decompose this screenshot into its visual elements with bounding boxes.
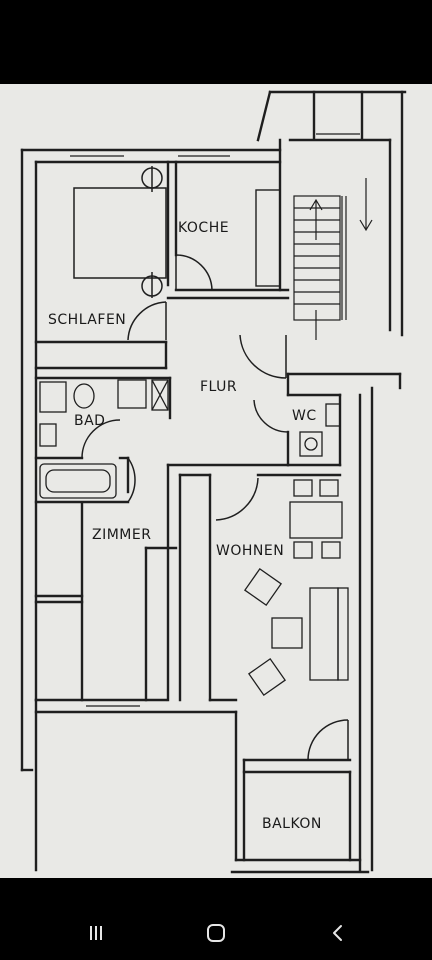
back-icon: [333, 925, 342, 941]
floor-plan-photo: KOCHE SCHLAFEN FLUR BAD WC ZIMMER WOHNEN…: [0, 84, 432, 878]
room-label-kitchen: KOCHE: [178, 220, 230, 236]
room-label-hall: FLUR: [200, 379, 238, 395]
back-button[interactable]: [316, 918, 360, 948]
top-black-area: [0, 0, 432, 84]
recent-apps-button[interactable]: [74, 918, 118, 948]
room-label-living: WOHNEN: [216, 543, 285, 559]
room-label-bath: BAD: [74, 413, 106, 429]
room-label-wc: WC: [292, 408, 317, 424]
navigation-bar: [0, 878, 432, 960]
recent-apps-icon: [90, 926, 102, 940]
floor-plan-drawing: [20, 90, 407, 874]
room-label-room: ZIMMER: [92, 527, 152, 543]
home-button[interactable]: [194, 918, 238, 948]
room-label-balcony: BALKON: [262, 816, 322, 832]
home-icon: [207, 924, 225, 942]
room-label-bedroom: SCHLAFEN: [48, 312, 127, 328]
